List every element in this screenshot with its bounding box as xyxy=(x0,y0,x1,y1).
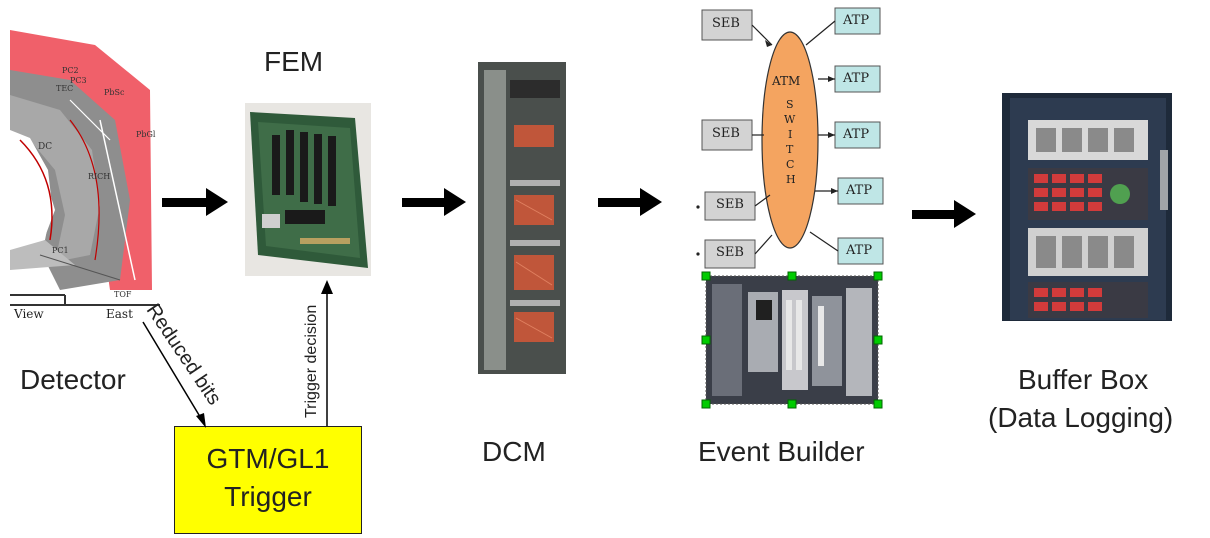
resize-handle[interactable] xyxy=(701,335,711,345)
detector-label-pbgl: PbGl xyxy=(136,130,156,139)
arrow-dcm-to-eb xyxy=(598,188,662,216)
seb-label: SEB xyxy=(712,16,740,31)
detector-label-pc1: PC1 xyxy=(52,246,69,255)
buffer-box-label-line1: Buffer Box xyxy=(1018,364,1149,395)
resize-handle[interactable] xyxy=(873,399,883,409)
seb-box xyxy=(704,239,756,269)
detector-east-label: East xyxy=(106,307,133,321)
reduced-bits-arrow xyxy=(142,321,203,421)
resize-handle[interactable] xyxy=(701,271,711,281)
resize-handle[interactable] xyxy=(873,271,883,281)
seb-box xyxy=(704,191,756,221)
arrow-detector-to-fem xyxy=(162,188,228,216)
switch-letter: C xyxy=(786,158,795,171)
detector-label-tof: TOF xyxy=(114,290,132,299)
arrow-eb-to-buffer xyxy=(912,200,976,228)
detector-label-tec: TEC xyxy=(56,84,74,93)
atp-label: ATP xyxy=(846,183,873,198)
atp-box xyxy=(834,7,881,35)
atp-box xyxy=(834,65,881,93)
atp-label: ATP xyxy=(843,13,870,28)
switch-letter: T xyxy=(786,143,794,156)
resize-handle[interactable] xyxy=(701,399,711,409)
atp-box xyxy=(837,177,884,205)
seb-label: SEB xyxy=(716,245,744,260)
detector-label-pc2: PC2 xyxy=(62,66,79,75)
arrow-fem-to-dcm xyxy=(402,188,466,216)
atm-label: ATM xyxy=(772,74,801,88)
trigger-box-line2: Trigger xyxy=(224,481,312,512)
dcm-label: DCM xyxy=(482,436,546,467)
switch-letter: W xyxy=(784,113,796,126)
switch-letter: H xyxy=(786,173,796,186)
buffer-box-label-line2: (Data Logging) xyxy=(988,402,1174,433)
detector-label-dc: DC xyxy=(38,142,53,152)
seb-label: SEB xyxy=(716,197,744,212)
atp-label: ATP xyxy=(846,243,873,258)
atp-label: ATP xyxy=(843,127,870,142)
detector-label: Detector xyxy=(20,364,126,395)
resize-handle[interactable] xyxy=(787,399,797,409)
seb-label: SEB xyxy=(712,126,740,141)
detector-label-rich: RICH xyxy=(88,172,111,181)
switch-letter: S xyxy=(786,98,794,111)
trigger-decision-label: Trigger decision xyxy=(303,304,320,418)
resize-handle[interactable] xyxy=(873,335,883,345)
atp-label: ATP xyxy=(843,71,870,86)
switch-letter: I xyxy=(788,128,793,141)
detector-label-pc3: PC3 xyxy=(70,76,87,85)
fem-label: FEM xyxy=(264,46,324,77)
event-builder-label: Event Builder xyxy=(698,436,865,467)
trigger-box: GTM/GL1 Trigger xyxy=(174,426,362,534)
trigger-box-line1: GTM/GL1 xyxy=(206,443,330,474)
seb-box xyxy=(701,119,753,151)
atm-switch-ellipse xyxy=(761,31,819,249)
resize-handle[interactable] xyxy=(787,271,797,281)
detector-view-label: View xyxy=(14,307,44,321)
detector-label-pbsc: PbSc xyxy=(104,88,125,97)
atp-box xyxy=(834,121,881,149)
